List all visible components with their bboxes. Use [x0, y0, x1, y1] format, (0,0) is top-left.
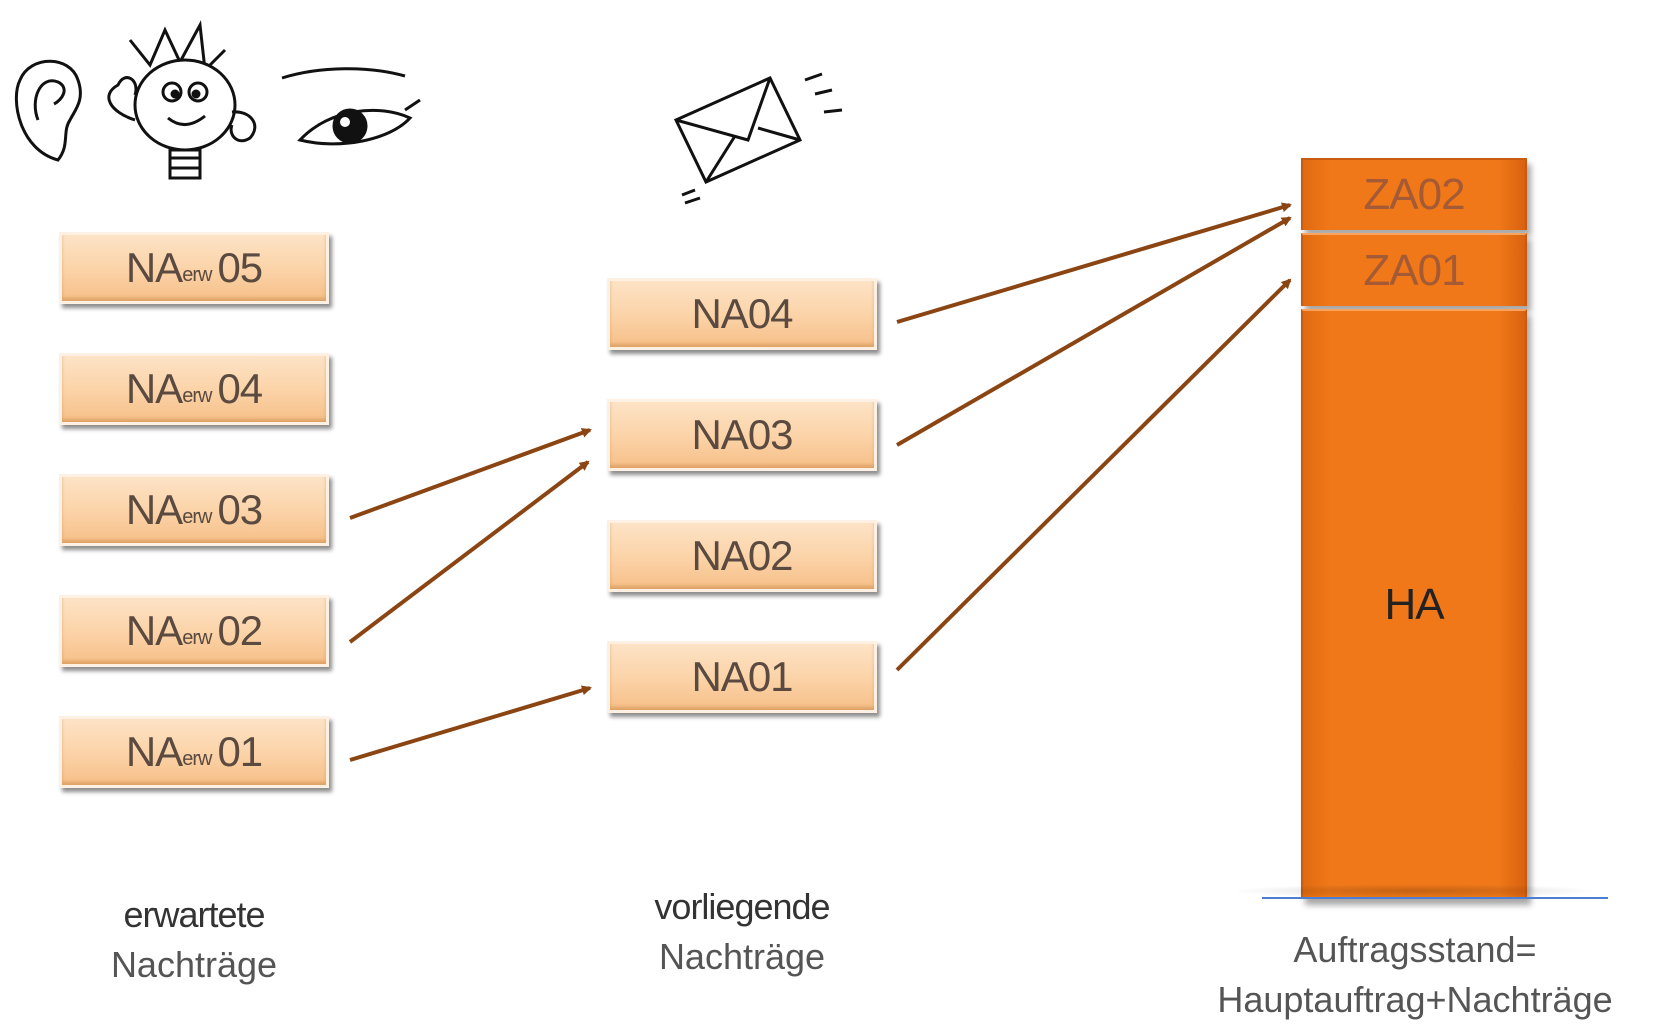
- arrow-erw01-to-na01: [349, 685, 592, 762]
- ear-icon: [14, 59, 82, 162]
- arrow-erw02-to-na03: [348, 460, 590, 644]
- eye-icon: [281, 67, 421, 146]
- segment-za02: ZA02: [1301, 158, 1527, 230]
- present-box-03: NA03: [607, 399, 877, 471]
- present-box-02: NA02: [607, 520, 877, 592]
- arrow-erw03-to-na03: [349, 428, 592, 520]
- expected-caption: erwartete Nachträge: [110, 894, 278, 985]
- column-base-shadow: [1230, 884, 1600, 898]
- segment-za01: ZA01: [1301, 233, 1527, 306]
- present-box-04: NA04: [607, 278, 877, 350]
- arrow-na04-to-za02: [896, 202, 1292, 324]
- envelope-icon: [673, 72, 843, 205]
- order-caption: Auftragsstand= Hauptauftrag+Nachträge: [1217, 929, 1613, 1020]
- segment-ha: HA: [1301, 309, 1527, 899]
- present-box-01: NA01: [607, 641, 877, 713]
- arrow-na01-to-za01: [895, 278, 1292, 672]
- present-caption: vorliegende Nachträge: [654, 886, 830, 977]
- arrow-na03-to-za02: [895, 216, 1292, 447]
- lightbulb-mascot-icon: [107, 20, 257, 180]
